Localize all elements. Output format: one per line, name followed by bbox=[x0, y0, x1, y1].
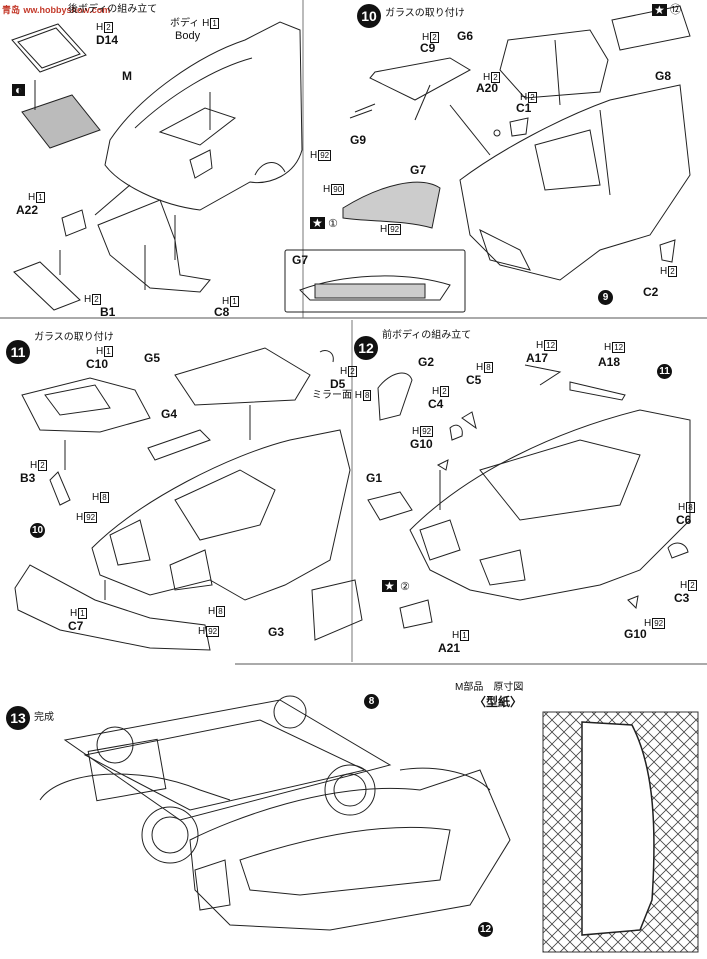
part-c2: C2 bbox=[643, 285, 659, 299]
part-g7: G7 bbox=[410, 163, 427, 177]
part-m: M bbox=[122, 69, 132, 83]
step11-number: 11 bbox=[6, 340, 30, 364]
part-d5: D5 bbox=[330, 377, 346, 391]
step11-title: ガラスの取り付け bbox=[34, 332, 114, 343]
step11-drawing bbox=[14, 347, 363, 651]
ref-1: ① bbox=[328, 218, 338, 230]
ref-step11: 11 bbox=[657, 364, 672, 379]
flip-icon: ◐ bbox=[12, 84, 26, 96]
part-g1: G1 bbox=[366, 471, 383, 485]
part-a18: A18 bbox=[598, 355, 621, 369]
site-watermark: 青岛 ww.hobbyshow.com bbox=[2, 5, 111, 15]
ref-step9: 9 bbox=[598, 290, 613, 305]
step12-drawing bbox=[367, 364, 691, 629]
ref-step10: 10 bbox=[30, 523, 45, 538]
part-c8: C8 bbox=[214, 305, 230, 319]
ref-step8: 8 bbox=[364, 694, 379, 709]
ref-2: ② bbox=[400, 581, 410, 593]
part-a20: A20 bbox=[476, 81, 499, 95]
part-c7: C7 bbox=[68, 619, 84, 633]
part-b1: B1 bbox=[100, 305, 116, 319]
part-g8: G8 bbox=[655, 69, 672, 83]
step10-drawing bbox=[284, 5, 691, 313]
step10-number: 10 bbox=[357, 4, 381, 28]
step9-title: 後ボディの組み立て bbox=[68, 4, 158, 15]
part-g10: G10 bbox=[410, 437, 433, 451]
step10-title: ガラスの取り付け bbox=[385, 8, 465, 19]
star-icon-2: ★ bbox=[382, 579, 397, 593]
step9-drawing bbox=[11, 21, 303, 311]
star-icon-1: ★ bbox=[310, 216, 325, 230]
part-c4: C4 bbox=[428, 397, 444, 411]
step12-title: 前ボディの組み立て bbox=[382, 330, 472, 341]
step13-title: 完成 bbox=[34, 712, 54, 723]
m-part-template-drawing bbox=[542, 711, 699, 953]
part-c5: C5 bbox=[466, 373, 482, 387]
part-c3: C3 bbox=[674, 591, 690, 605]
star-icon-12: ★ bbox=[652, 3, 667, 17]
part-a17: A17 bbox=[526, 351, 549, 365]
part-g6: G6 bbox=[457, 29, 474, 43]
body-label-en: Body bbox=[175, 30, 201, 42]
step13-number: 13 bbox=[6, 706, 30, 730]
part-a21: A21 bbox=[438, 641, 461, 655]
template-subtitle: 〈型紙〉 bbox=[474, 695, 523, 709]
part-g5: G5 bbox=[144, 351, 161, 365]
part-c6: C6 bbox=[676, 513, 692, 527]
ref-12: ⑫ bbox=[670, 4, 681, 16]
part-d14: D14 bbox=[96, 33, 119, 47]
part-g3: G3 bbox=[268, 625, 285, 639]
part-a22: A22 bbox=[16, 203, 39, 217]
part-b3: B3 bbox=[20, 471, 36, 485]
part-g9: G9 bbox=[350, 133, 367, 147]
part-g7-detail: G7 bbox=[292, 253, 309, 267]
template-title: M部品 原寸図 bbox=[455, 682, 524, 693]
step12-number: 12 bbox=[354, 336, 378, 360]
step13-drawing bbox=[39, 695, 511, 931]
part-g4: G4 bbox=[161, 407, 178, 421]
part-c9: C9 bbox=[420, 41, 436, 55]
ref-step12: 12 bbox=[478, 922, 493, 937]
part-c10: C10 bbox=[86, 357, 109, 371]
part-g10-b: G10 bbox=[624, 627, 647, 641]
part-g2: G2 bbox=[418, 355, 435, 369]
part-c1: C1 bbox=[516, 101, 532, 115]
